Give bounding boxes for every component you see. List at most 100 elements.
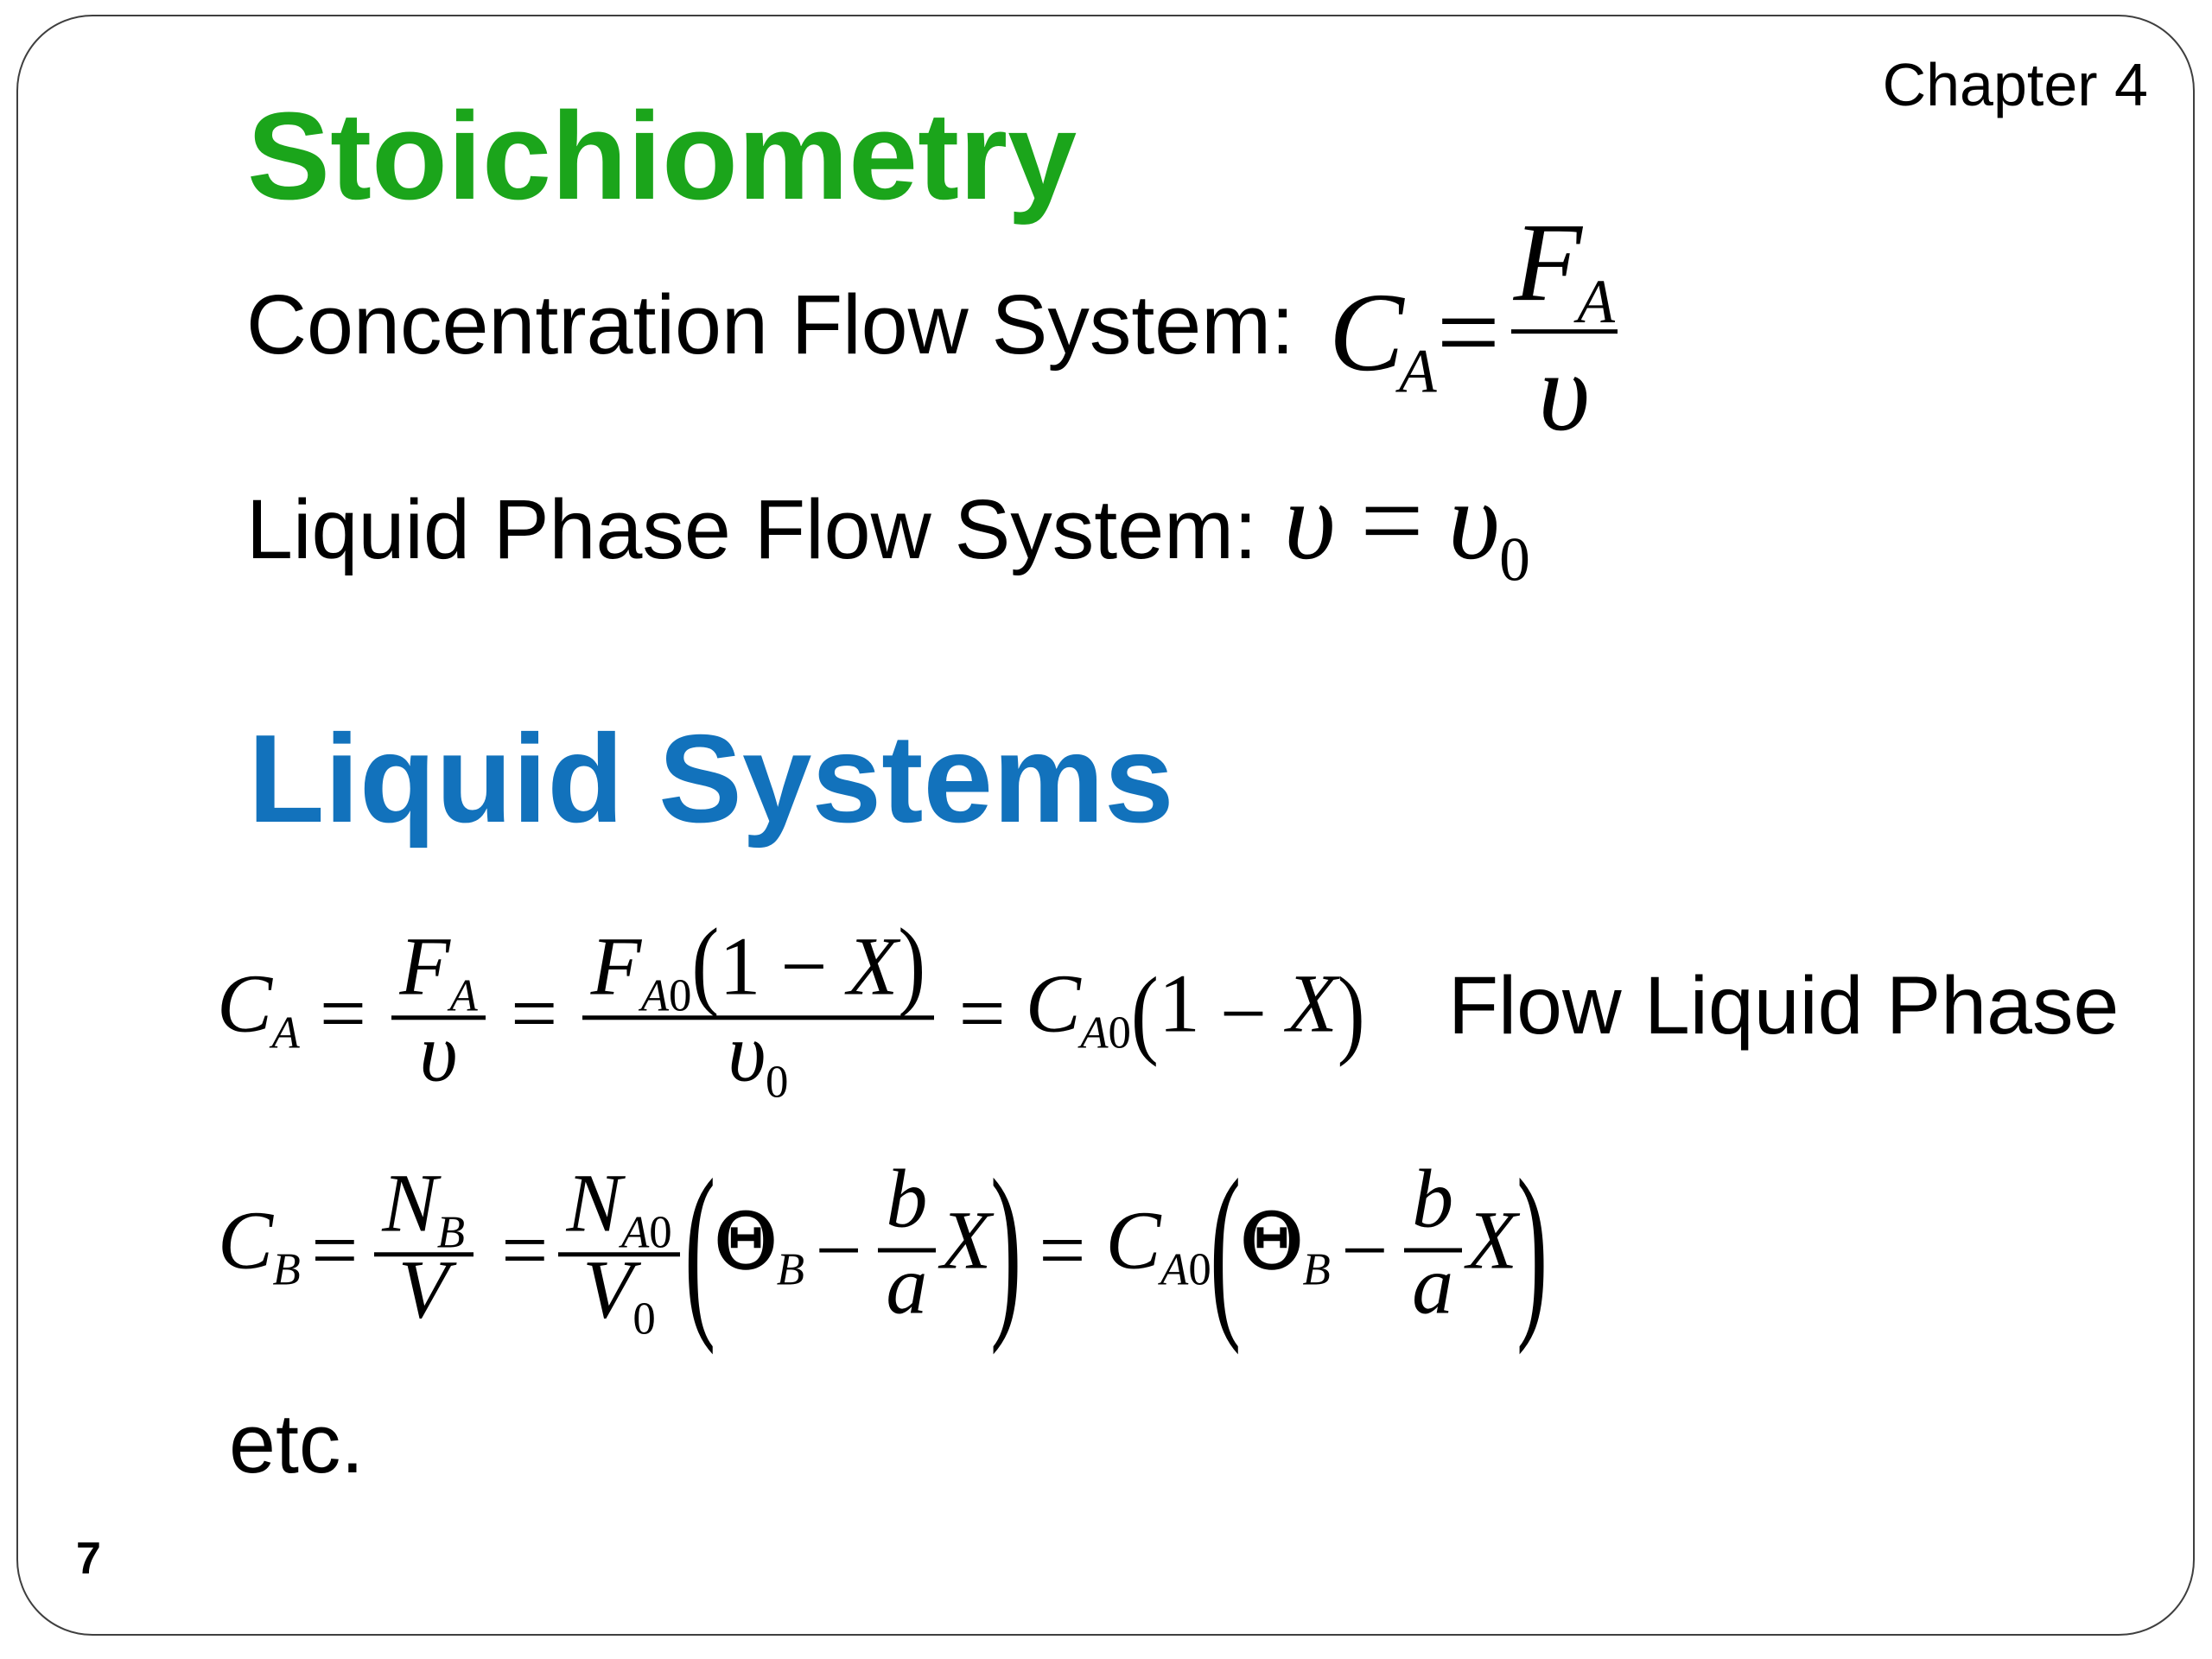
math-subscript: B bbox=[1302, 1244, 1331, 1295]
math-symbol: ΘB bbox=[1239, 1199, 1330, 1293]
math-open-paren: ( bbox=[691, 907, 720, 1019]
math-symbol: X bbox=[848, 925, 899, 1007]
math-operator: = bbox=[319, 967, 366, 1060]
liquid-phase-flow-system-label: Liquid Phase Flow System: bbox=[246, 482, 1257, 576]
math-mrow: υ=υ0 bbox=[1284, 459, 1530, 591]
math-symbol: υ0 bbox=[1448, 465, 1530, 591]
math-char: N bbox=[382, 1156, 438, 1249]
math-subscript: A0 bbox=[621, 1210, 672, 1255]
math-symbol: ΘB bbox=[714, 1199, 804, 1293]
slide-title: Stoichiometry bbox=[247, 86, 1077, 226]
math-char: B bbox=[436, 1207, 465, 1258]
math-char: B bbox=[272, 1244, 301, 1295]
math-symbol: FA0 bbox=[591, 925, 692, 1019]
math-symbol: υ bbox=[1538, 336, 1590, 448]
math-mrow: b bbox=[886, 1157, 927, 1240]
liquid-systems-heading: Liquid Systems bbox=[248, 709, 1174, 849]
math-numerator: NB bbox=[374, 1161, 474, 1255]
math-symbol: X bbox=[1287, 962, 1338, 1046]
math-char: 1 bbox=[1158, 957, 1200, 1050]
math-char: A bbox=[1577, 268, 1615, 337]
math-subscript: A0 bbox=[1080, 1007, 1131, 1058]
math-subscript: 0 bbox=[632, 1296, 655, 1342]
math-fraction-bar bbox=[1511, 329, 1618, 334]
math-subscript: A bbox=[271, 1007, 300, 1058]
math-open-paren: ( bbox=[683, 1141, 715, 1357]
math-denominator: υ bbox=[411, 1011, 466, 1094]
math-char: C bbox=[1025, 957, 1081, 1050]
math-char: A bbox=[1160, 1244, 1189, 1295]
math-char: 0 bbox=[1499, 525, 1530, 594]
math-symbol: b bbox=[1412, 1157, 1453, 1240]
math-char: F bbox=[399, 919, 450, 1013]
math-operator: − bbox=[1219, 967, 1268, 1060]
flow-liquid-phase-note: Flow Liquid Phase bbox=[1448, 960, 2120, 1052]
math-denominator: a bbox=[1404, 1243, 1462, 1326]
math-char: 0 bbox=[765, 1057, 789, 1108]
etc-label: etc. bbox=[229, 1396, 365, 1491]
math-char: A bbox=[1080, 1007, 1109, 1058]
math-char: C bbox=[1105, 1193, 1161, 1287]
math-char: X bbox=[1287, 957, 1338, 1050]
math-close-paren: ) bbox=[990, 1141, 1022, 1357]
math-numerator: b bbox=[878, 1157, 936, 1240]
math-subscript: A0 bbox=[1160, 1244, 1211, 1295]
math-char: 1 bbox=[719, 919, 761, 1013]
math-mrow: NB bbox=[382, 1161, 465, 1255]
math-denominator: V0 bbox=[575, 1248, 664, 1342]
math-operator: = bbox=[1360, 459, 1424, 583]
math-char: A bbox=[271, 1007, 300, 1058]
math-mrow: V bbox=[398, 1248, 449, 1331]
math-subscript: B bbox=[272, 1244, 301, 1295]
math-open-paren: ( bbox=[1210, 1141, 1242, 1357]
concentration-flow-system-label: Concentration Flow System: bbox=[246, 277, 1294, 372]
math-numerator: FA0(1−X) bbox=[582, 913, 934, 1019]
math-subscript: A bbox=[449, 973, 477, 1019]
math-numerator: b bbox=[1404, 1157, 1462, 1240]
math-symbol: CA0 bbox=[1106, 1198, 1211, 1293]
math-mrow: FA bbox=[1514, 207, 1615, 334]
math-char: Θ bbox=[714, 1197, 779, 1287]
math-char: C bbox=[218, 1193, 274, 1287]
math-mrow: υ bbox=[419, 1011, 457, 1094]
math-mrow: 1−X bbox=[1159, 962, 1338, 1060]
math-char: V bbox=[582, 1243, 633, 1336]
math-numerator: FA bbox=[1511, 207, 1618, 334]
math-char: A bbox=[620, 1207, 650, 1258]
math-char: B bbox=[1302, 1244, 1331, 1295]
math-char: a bbox=[1412, 1238, 1454, 1332]
math-mrow: FA bbox=[399, 925, 477, 1019]
math-char: F bbox=[590, 919, 642, 1013]
math-symbol: υ bbox=[419, 1011, 457, 1094]
math-mrow: 1−X bbox=[719, 925, 898, 1007]
math-operator: − bbox=[815, 1204, 862, 1297]
math-char: b bbox=[886, 1152, 928, 1245]
math-symbol: NB bbox=[382, 1161, 465, 1255]
math-char: a bbox=[886, 1238, 928, 1332]
math-subscript: B bbox=[777, 1247, 804, 1294]
math-operator: = bbox=[1039, 1204, 1086, 1297]
chapter-label: Chapter 4 bbox=[1882, 51, 2148, 118]
math-char: C bbox=[217, 957, 273, 1050]
math-char: A bbox=[449, 970, 478, 1021]
math-operator: − bbox=[780, 919, 828, 1013]
math-subscript: A bbox=[1399, 340, 1437, 404]
math-subscript: 0 bbox=[1499, 529, 1530, 592]
math-fraction-bar bbox=[373, 1251, 474, 1256]
math-symbol: X bbox=[941, 1198, 992, 1282]
math-fraction-bar bbox=[877, 1248, 936, 1253]
math-char: 0 bbox=[1108, 1007, 1131, 1058]
math-close-paren: ) bbox=[898, 907, 926, 1019]
math-char: 0 bbox=[649, 1207, 672, 1258]
